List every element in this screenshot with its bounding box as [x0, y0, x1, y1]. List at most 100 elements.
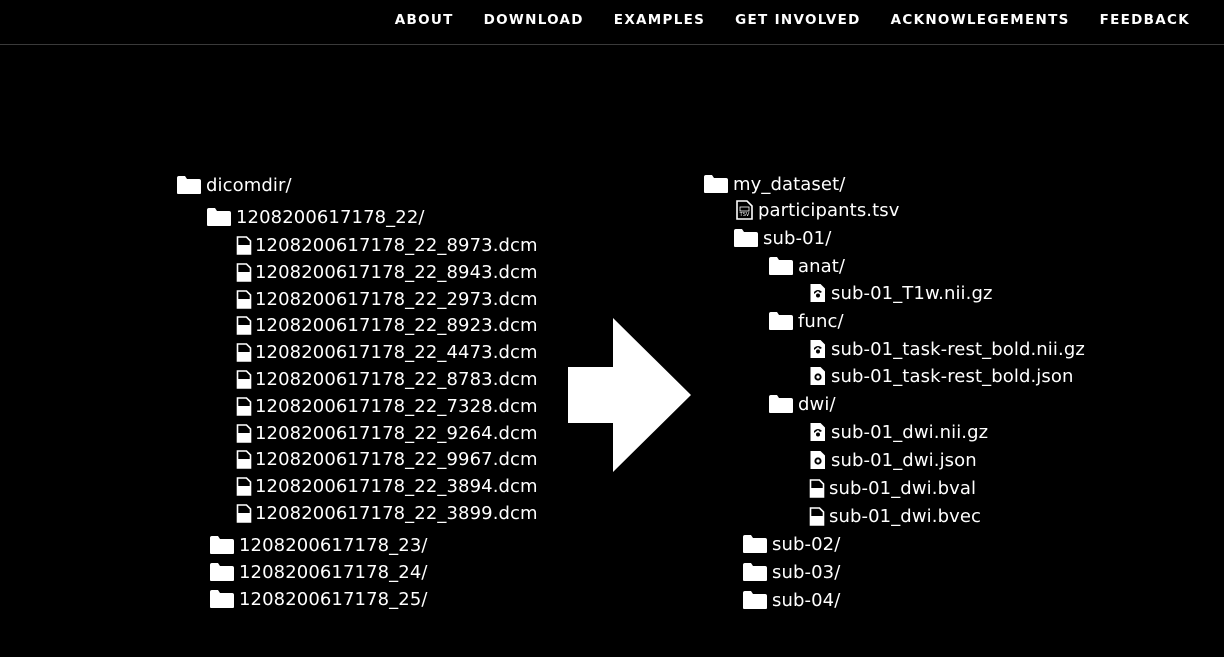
- json-file-icon: [809, 366, 827, 386]
- folder-icon: [209, 562, 235, 582]
- tree-row-folder-25: 1208200617178_25/: [209, 587, 428, 611]
- file-label: 1208200617178_22_3894.dcm: [255, 475, 538, 497]
- tree-row-dwi-bval: sub-01_dwi.bval: [809, 476, 976, 500]
- top-navbar: ABOUT DOWNLOAD EXAMPLES GET INVOLVED ACK…: [0, 0, 1224, 45]
- file-icon: [809, 506, 825, 526]
- folder-icon: [742, 562, 768, 582]
- folder-icon: [206, 207, 232, 227]
- file-icon: [236, 503, 252, 523]
- folder-icon: [742, 590, 768, 610]
- folder-icon: [703, 174, 729, 194]
- tree-row-dcm-file: 1208200617178_22_3894.dcm: [236, 474, 538, 498]
- file-icon: [236, 423, 252, 443]
- file-icon: [236, 289, 252, 309]
- file-icon: [236, 396, 252, 416]
- file-label: 1208200617178_22_3899.dcm: [255, 502, 538, 524]
- tree-row-dwi-json: sub-01_dwi.json: [809, 448, 977, 472]
- folder-icon: [768, 394, 794, 414]
- file-icon: [809, 478, 825, 498]
- tree-row-dcm-file: 1208200617178_22_4473.dcm: [236, 340, 538, 364]
- file-icon: [236, 342, 252, 362]
- nav-acknowledgements-link[interactable]: ACKNOWLEGEMENTS: [890, 12, 1070, 28]
- file-icon: [236, 369, 252, 389]
- file-label: 1208200617178_22_8973.dcm: [255, 234, 538, 256]
- file-icon: [236, 235, 252, 255]
- json-file-icon: [809, 450, 827, 470]
- file-icon: [236, 449, 252, 469]
- tree-row-anat: anat/: [768, 254, 845, 278]
- folder-label: 1208200617178_25/: [239, 588, 428, 610]
- file-label: participants.tsv: [758, 199, 900, 221]
- tree-row-sub-04: sub-04/: [742, 588, 840, 612]
- folder-icon: [209, 589, 235, 609]
- file-label: 1208200617178_22_8923.dcm: [255, 314, 538, 336]
- file-label: 1208200617178_22_7328.dcm: [255, 395, 538, 417]
- folder-icon: [768, 311, 794, 331]
- file-label: sub-01_dwi.nii.gz: [831, 421, 989, 443]
- tree-row-participants: TSV participants.tsv: [736, 198, 900, 222]
- nav-download-link[interactable]: DOWNLOAD: [483, 12, 584, 28]
- folder-label: dicomdir/: [206, 174, 292, 196]
- tree-row-dcm-file: 1208200617178_22_7328.dcm: [236, 394, 538, 418]
- folder-icon: [209, 535, 235, 555]
- tree-row-dcm-file: 1208200617178_22_9967.dcm: [236, 447, 538, 471]
- tree-row-dcm-file: 1208200617178_22_2973.dcm: [236, 287, 538, 311]
- file-label: sub-01_task-rest_bold.json: [831, 365, 1074, 387]
- folder-label: sub-03/: [772, 561, 841, 583]
- folder-label: my_dataset/: [733, 173, 846, 195]
- nav-about-link[interactable]: ABOUT: [394, 12, 454, 28]
- file-icon: [236, 476, 252, 496]
- file-label: 1208200617178_22_8943.dcm: [255, 261, 538, 283]
- tsv-file-icon: TSV: [736, 200, 753, 220]
- arrow-right-icon: [568, 318, 692, 478]
- tree-row-folder-22: 1208200617178_22/: [206, 205, 425, 229]
- folder-label: sub-02/: [772, 533, 841, 555]
- tree-row-sub-02: sub-02/: [742, 532, 840, 556]
- folder-icon: [733, 228, 759, 248]
- tree-row-root: dicomdir/: [176, 173, 292, 197]
- file-label: sub-01_T1w.nii.gz: [831, 282, 993, 304]
- tree-row-dcm-file: 1208200617178_22_9264.dcm: [236, 421, 538, 445]
- tree-row-func-nifti: sub-01_task-rest_bold.nii.gz: [809, 337, 1085, 361]
- file-icon: [236, 315, 252, 335]
- folder-icon: [176, 175, 202, 195]
- nav-feedback-link[interactable]: FEEDBACK: [1099, 12, 1190, 28]
- tree-row-sub-01: sub-01/: [733, 226, 831, 250]
- folder-label: sub-01/: [763, 227, 832, 249]
- folder-label: func/: [798, 310, 844, 332]
- folder-icon: [768, 256, 794, 276]
- tree-row-dwi-nifti: sub-01_dwi.nii.gz: [809, 420, 988, 444]
- file-label: 1208200617178_22_4473.dcm: [255, 341, 538, 363]
- tree-row-dcm-file: 1208200617178_22_8783.dcm: [236, 367, 538, 391]
- nifti-file-icon: [809, 422, 827, 442]
- file-label: sub-01_dwi.json: [831, 449, 977, 471]
- tree-row-dcm-file: 1208200617178_22_8923.dcm: [236, 313, 538, 337]
- file-label: 1208200617178_22_2973.dcm: [255, 288, 538, 310]
- tree-row-dwi: dwi/: [768, 392, 836, 416]
- file-label: sub-01_dwi.bvec: [829, 505, 982, 527]
- folder-icon: [742, 534, 768, 554]
- tree-row-folder-23: 1208200617178_23/: [209, 533, 428, 557]
- tree-row-dataset-root: my_dataset/: [703, 172, 845, 196]
- file-label: sub-01_dwi.bval: [829, 477, 977, 499]
- tree-row-dcm-file: 1208200617178_22_8943.dcm: [236, 260, 538, 284]
- tree-row-dcm-file: 1208200617178_22_8973.dcm: [236, 233, 538, 257]
- file-label: 1208200617178_22_8783.dcm: [255, 368, 538, 390]
- tree-row-dcm-file: 1208200617178_22_3899.dcm: [236, 501, 538, 525]
- file-icon: [236, 262, 252, 282]
- nav-list: ABOUT DOWNLOAD EXAMPLES GET INVOLVED ACK…: [365, 0, 1190, 40]
- nav-examples-link[interactable]: EXAMPLES: [613, 12, 706, 28]
- folder-label: anat/: [798, 255, 846, 277]
- svg-text:TSV: TSV: [739, 212, 750, 218]
- folder-label: 1208200617178_23/: [239, 534, 428, 556]
- tree-row-sub-03: sub-03/: [742, 560, 840, 584]
- folder-label: sub-04/: [772, 589, 841, 611]
- nav-get-involved-link[interactable]: GET INVOLVED: [735, 12, 861, 28]
- folder-label: 1208200617178_22/: [236, 206, 425, 228]
- nifti-file-icon: [809, 339, 827, 359]
- file-label: 1208200617178_22_9967.dcm: [255, 448, 538, 470]
- tree-row-func: func/: [768, 309, 844, 333]
